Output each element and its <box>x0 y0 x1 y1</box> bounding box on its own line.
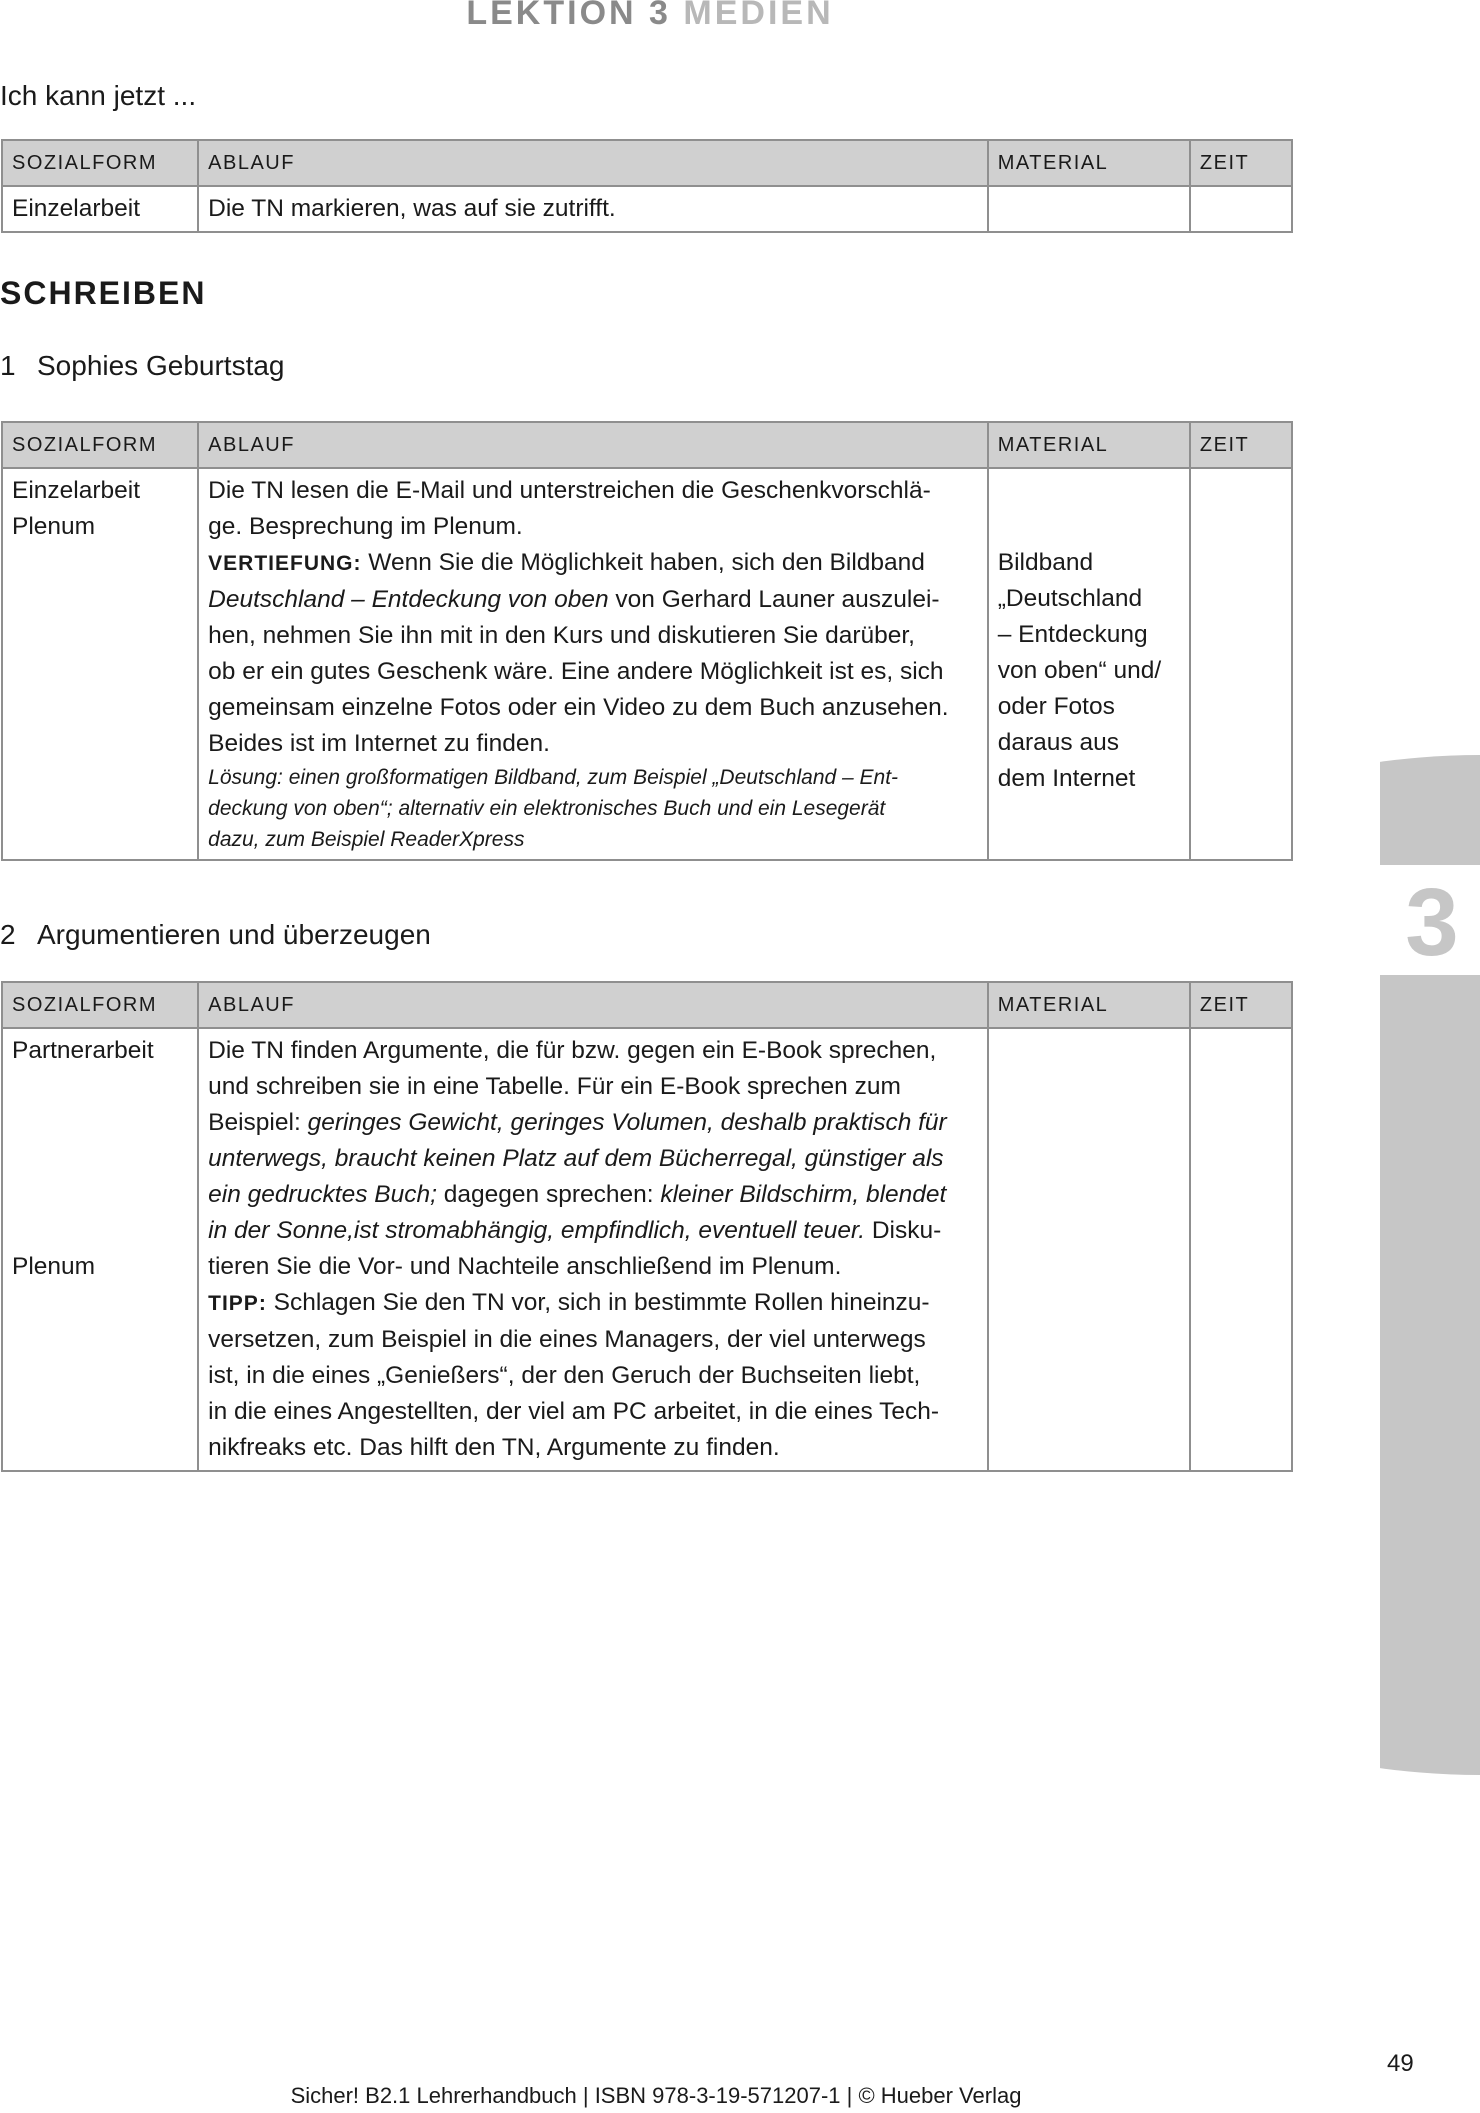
sozialform-line: Partnerarbeit <box>12 1037 154 1064</box>
tipp-label: TIPP: <box>208 1292 267 1315</box>
col-material: MATERIAL <box>986 981 1191 1029</box>
table-header-row: SOZIALFORM ABLAUF MATERIAL ZEIT <box>0 139 1294 187</box>
col-sozialform: SOZIALFORM <box>0 421 200 469</box>
col-sozialform: SOZIALFORM <box>0 139 200 187</box>
ablauf-line: und schreiben sie in eine Tabelle. Für e… <box>208 1073 901 1100</box>
tipp-text: Schlagen Sie den TN vor, sich in bestimm… <box>266 1289 930 1316</box>
material-line: daraus aus <box>997 729 1119 756</box>
ablauf-line: ein gedrucktes Buch; dagegen sprechen: k… <box>208 1177 978 1213</box>
task2-title: Argumentieren und überzeugen <box>37 919 431 950</box>
vertiefung-line: ob er ein gutes Geschenk wäre. Eine ande… <box>208 658 944 685</box>
ablauf-line: Die TN lesen die E-Mail und unterstreich… <box>208 477 931 504</box>
material-line: – Entdeckung <box>997 621 1148 648</box>
chapter-tab-gap <box>1380 865 1480 975</box>
col-material: MATERIAL <box>986 421 1191 469</box>
ablauf-example: kleiner Bildschirm, blendet <box>660 1181 947 1208</box>
col-zeit: ZEIT <box>1188 421 1294 469</box>
cell-ablauf: Die TN markieren, was auf sie zutrifft. <box>197 185 989 233</box>
cell-sozialform: Einzelarbeit Plenum <box>0 467 200 861</box>
cell-zeit <box>1188 467 1294 861</box>
tipp-line: nikfreaks etc. Das hilft den TN, Argumen… <box>208 1434 780 1461</box>
loesung-line: dazu, zum Beispiel ReaderXpress <box>208 828 525 851</box>
ablauf-example: in der Sonne,ist stromabhängig, empfindl… <box>208 1217 866 1244</box>
table-row: Partnerarbeit Plenum Die TN finden Argum… <box>0 1027 1294 1472</box>
sozialform-line: Plenum <box>12 1253 96 1280</box>
col-ablauf: ABLAUF <box>197 981 989 1029</box>
ich-kann-table: SOZIALFORM ABLAUF MATERIAL ZEIT Einzelar… <box>0 139 1294 233</box>
task1-title: Sophies Geburtstag <box>37 350 285 381</box>
cell-sozialform: Partnerarbeit Plenum <box>0 1027 200 1472</box>
sozialform-line: Einzelarbeit <box>12 477 141 504</box>
ablauf-text: dagegen sprechen: <box>436 1181 661 1208</box>
cell-material <box>986 1027 1191 1472</box>
ablauf-line: Beispiel: geringes Gewicht, geringes Vol… <box>208 1105 978 1141</box>
col-zeit: ZEIT <box>1188 139 1294 187</box>
chapter-number: 3 <box>1405 869 1458 976</box>
section-title: SCHREIBEN <box>0 275 207 311</box>
material-line: dem Internet <box>997 765 1136 792</box>
cell-ablauf: Die TN finden Argumente, die für bzw. ge… <box>197 1027 989 1472</box>
running-head: LEKTION 3 MEDIEN <box>0 0 1300 33</box>
material-line: Bildband <box>997 549 1094 576</box>
vertiefung-line: Deutschland – Entdeckung von oben von Ge… <box>208 582 978 618</box>
cell-zeit <box>1188 1027 1294 1472</box>
lesson-label: LEKTION 3 <box>466 0 671 32</box>
cell-material: Bildband „Deutschland – Entdeckung von o… <box>986 467 1191 861</box>
vertiefung-text: von Gerhard Launer auszulei- <box>608 586 940 613</box>
table-row: Einzelarbeit Die TN markieren, was auf s… <box>0 185 1294 233</box>
col-ablauf: ABLAUF <box>197 139 989 187</box>
cell-ablauf: Die TN lesen die E-Mail und unterstreich… <box>197 467 989 861</box>
tipp-line: in die eines Angestellten, der viel am P… <box>208 1398 940 1425</box>
ablauf-example: unterwegs, braucht keinen Platz auf dem … <box>208 1145 944 1172</box>
cell-material <box>986 185 1191 233</box>
ablauf-line: in der Sonne,ist stromabhängig, empfindl… <box>208 1213 978 1249</box>
loesung-line: Lösung: einen großformatigen Bildband, z… <box>208 766 899 789</box>
col-sozialform: SOZIALFORM <box>0 981 200 1029</box>
cell-zeit <box>1188 185 1294 233</box>
task1-number: 1 <box>0 350 16 381</box>
ablauf-text: Disku- <box>865 1217 942 1244</box>
material-line: oder Fotos <box>997 693 1115 720</box>
material-line: „Deutschland <box>997 585 1143 612</box>
col-material: MATERIAL <box>986 139 1191 187</box>
ablauf-example: geringes Gewicht, geringes Volumen, desh… <box>307 1109 947 1136</box>
ablauf-line: Die TN finden Argumente, die für bzw. ge… <box>208 1037 937 1064</box>
cell-sozialform: Einzelarbeit <box>0 185 200 233</box>
material-line: von oben“ und/ <box>997 657 1162 684</box>
task2-table: SOZIALFORM ABLAUF MATERIAL ZEIT Partnera… <box>0 981 1294 1472</box>
ablauf-line: tieren Sie die Vor- und Nachteile anschl… <box>208 1253 842 1280</box>
tipp-line: TIPP: Schlagen Sie den TN vor, sich in b… <box>208 1285 978 1322</box>
chapter-tab-shape <box>1380 755 1480 1775</box>
footer: Sicher! B2.1 Lehrerhandbuch | ISBN 978-3… <box>290 2083 1022 2108</box>
tipp-line: versetzen, zum Beispiel in die eines Man… <box>208 1326 926 1353</box>
task2-number: 2 <box>0 919 16 950</box>
table-header-row: SOZIALFORM ABLAUF MATERIAL ZEIT <box>0 981 1294 1029</box>
ich-kann-heading: Ich kann jetzt ... <box>0 80 197 111</box>
chapter-tab: 3 <box>1380 755 1480 1775</box>
ablauf-text: Beispiel: <box>208 1109 308 1136</box>
ablauf-line: ge. Besprechung im Plenum. <box>208 513 523 540</box>
vertiefung-line: hen, nehmen Sie ihn mit in den Kurs und … <box>208 622 915 649</box>
book-title: Deutschland – Entdeckung von oben <box>208 586 609 613</box>
lesson-topic: MEDIEN <box>683 0 834 32</box>
ablauf-line: unterwegs, braucht keinen Platz auf dem … <box>208 1141 978 1177</box>
task1-heading: 1 Sophies Geburtstag <box>0 350 285 382</box>
sozialform-line: Plenum <box>12 513 96 540</box>
vertiefung-label: VERTIEFUNG: <box>208 552 362 575</box>
vertiefung-line: VERTIEFUNG: Wenn Sie die Möglichkeit hab… <box>208 545 978 582</box>
vertiefung-line: Beides ist im Internet zu finden. <box>208 730 550 757</box>
task1-table: SOZIALFORM ABLAUF MATERIAL ZEIT Einzelar… <box>0 421 1294 861</box>
table-header-row: SOZIALFORM ABLAUF MATERIAL ZEIT <box>0 421 1294 469</box>
ablauf-example: ein gedrucktes Buch; <box>208 1181 437 1208</box>
tipp-line: ist, in die eines „Genießers“, der den G… <box>208 1362 921 1389</box>
vertiefung-line: gemeinsam einzelne Fotos oder ein Video … <box>208 694 949 721</box>
task2-heading: 2 Argumentieren und überzeugen <box>0 919 431 951</box>
loesung-line: deckung von oben“; alternativ ein elektr… <box>208 797 886 820</box>
page-number: 49 <box>1387 2050 1414 2077</box>
table-row: Einzelarbeit Plenum Die TN lesen die E-M… <box>0 467 1294 861</box>
col-zeit: ZEIT <box>1188 981 1294 1029</box>
vertiefung-text: Wenn Sie die Möglichkeit haben, sich den… <box>361 549 925 576</box>
col-ablauf: ABLAUF <box>197 421 989 469</box>
